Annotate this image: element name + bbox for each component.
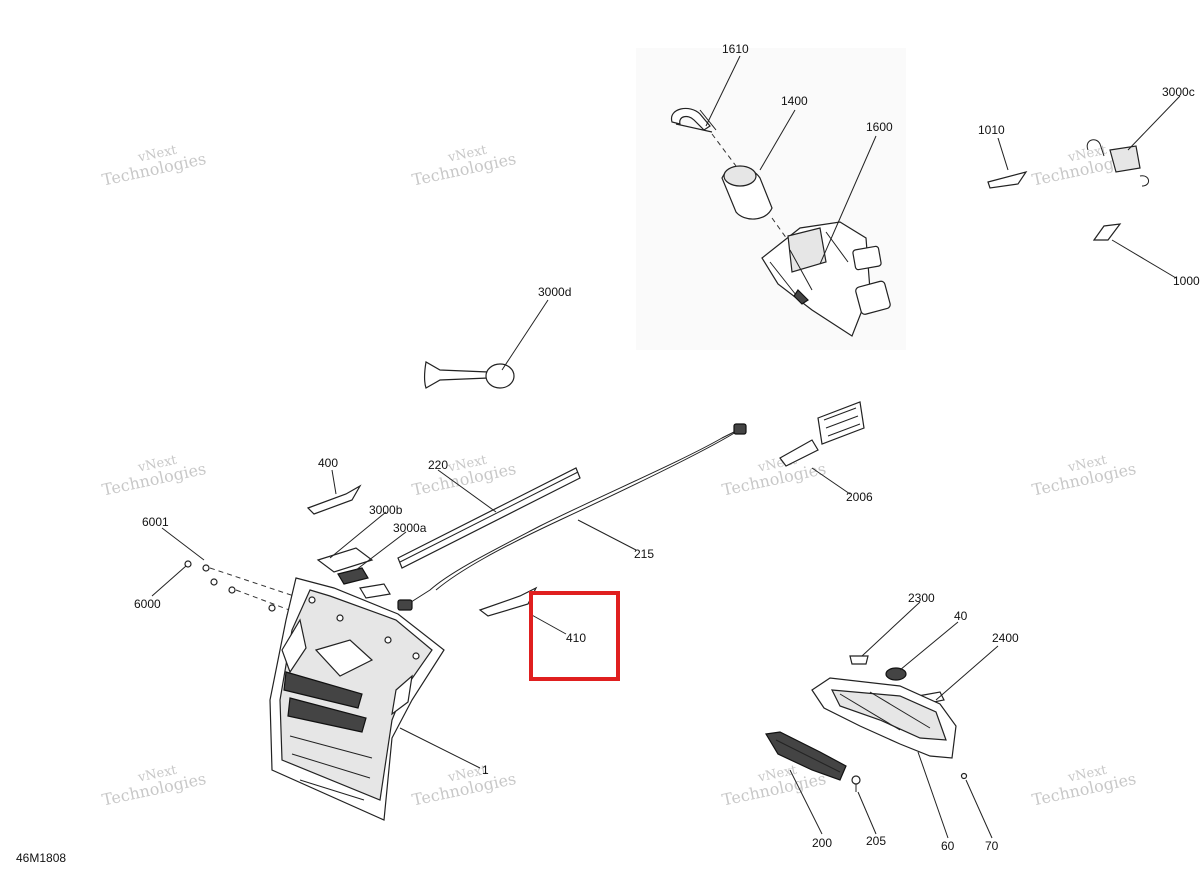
callout-3000d: 3000d — [538, 285, 571, 299]
callout-1400: 1400 — [781, 94, 808, 108]
callout-3000a: 3000a — [393, 521, 427, 535]
grille-200 — [765, 731, 847, 781]
callout-1600: 1600 — [866, 120, 893, 134]
decal-1000 — [1092, 223, 1122, 241]
part-3000c — [1086, 139, 1149, 187]
hood-panel — [269, 577, 445, 821]
callout-6000: 6000 — [134, 597, 161, 611]
horn-3000d — [423, 361, 515, 389]
plate-2006 — [779, 401, 865, 467]
callout-1010: 1010 — [978, 123, 1005, 137]
callout-400: 400 — [318, 456, 338, 470]
callout-2400: 2400 — [992, 631, 1019, 645]
callout-220: 220 — [428, 458, 448, 472]
callout-1: 1 — [482, 763, 489, 777]
callout-215: 215 — [634, 547, 654, 561]
decal-400 — [306, 484, 362, 515]
decal-1010 — [987, 171, 1028, 189]
watermark: vNext Technologies — [100, 143, 208, 190]
callout-70: 70 — [985, 839, 999, 853]
callout-2006: 2006 — [846, 490, 873, 504]
watermark: vNext Technologies — [720, 453, 828, 500]
callout-6001: 6001 — [142, 515, 169, 529]
watermark: vNext Technologies — [410, 143, 518, 190]
speaker-inset — [636, 48, 906, 350]
decal-3000a-dark — [337, 567, 369, 585]
watermark: vNext Technologies — [410, 763, 518, 810]
dash-leader — [711, 133, 737, 167]
highlight-box — [529, 591, 620, 681]
callout-1610: 1610 — [722, 42, 749, 56]
callout-3000c: 3000c — [1162, 85, 1195, 99]
decal-3000b — [316, 547, 374, 573]
callout-40: 40 — [954, 609, 968, 623]
callout-3000b: 3000b — [369, 503, 403, 517]
leader-lines — [151, 55, 1181, 839]
callout-200: 200 — [812, 836, 832, 850]
callout-2300: 2300 — [908, 591, 935, 605]
watermark: vNext Technologies — [410, 453, 518, 500]
badge-40 — [885, 667, 907, 681]
callout-205: 205 — [866, 834, 886, 848]
bracket-1600 — [761, 221, 891, 337]
watermark: vNext Technologies — [1030, 763, 1138, 810]
callout-410: 410 — [566, 631, 586, 645]
decal-3000a — [359, 583, 391, 599]
screw-205 — [851, 775, 861, 792]
diagram-code: 46M1808 — [16, 851, 66, 865]
callouts: 1610 1400 1600 3000c 1010 1000 3000d 400… — [134, 42, 1200, 853]
watermark: vNext Technologies — [1030, 453, 1138, 500]
watermark: vNext Technologies — [100, 763, 208, 810]
screw-70 — [960, 772, 968, 780]
decal-2300 — [849, 655, 869, 665]
clip-1610-detail — [699, 109, 717, 131]
decal-410 — [478, 586, 538, 617]
harness-215 — [397, 423, 747, 611]
callout-60: 60 — [941, 839, 955, 853]
cylinder-1400 — [721, 165, 773, 220]
clip-1610 — [671, 107, 713, 133]
strip-220 — [397, 467, 581, 569]
connector-top — [733, 423, 747, 435]
callout-1000: 1000 — [1173, 274, 1200, 288]
watermark: vNext Technologies — [100, 453, 208, 500]
panel-60 — [811, 677, 957, 759]
watermark-grid: vNext Technologies vNext Technologies vN… — [100, 143, 1138, 810]
connector-bottom — [397, 599, 413, 611]
